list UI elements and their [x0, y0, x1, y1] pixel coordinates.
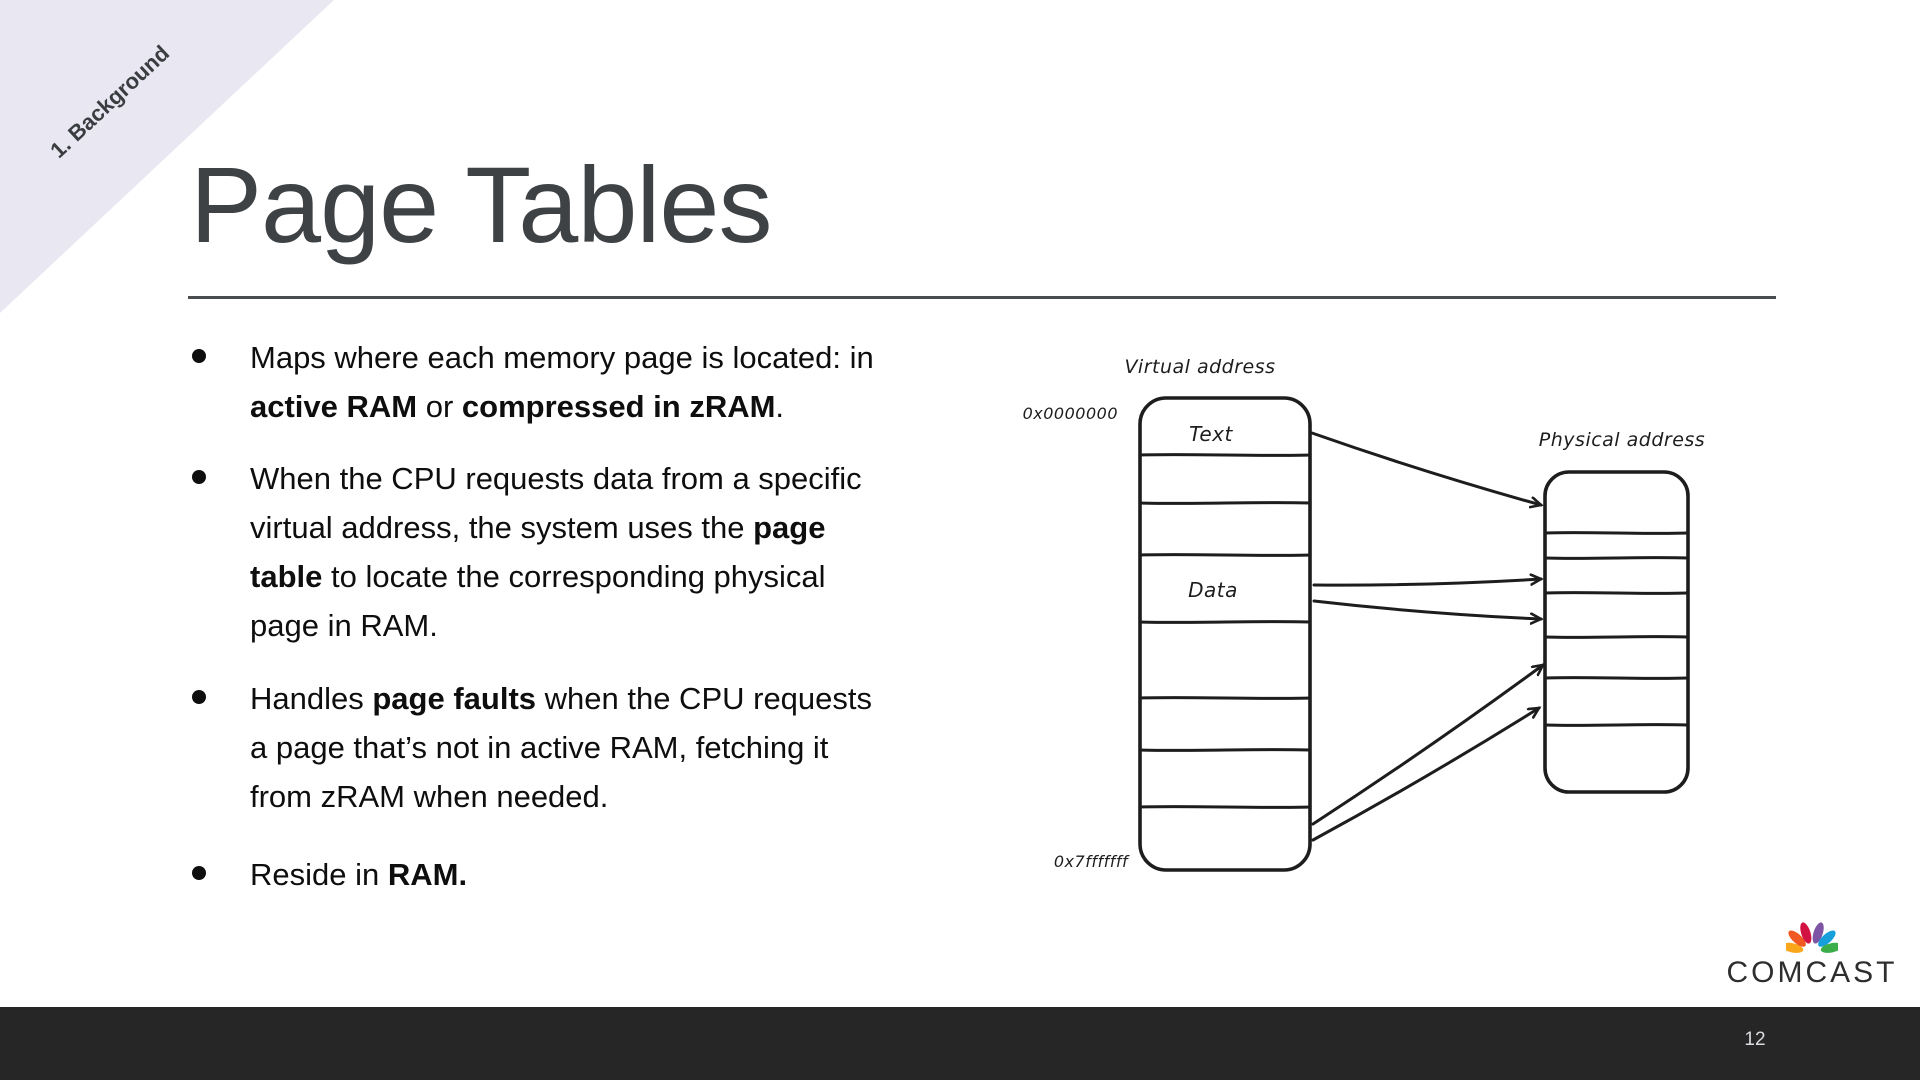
- end-address-label: 0x7fffffff: [1054, 852, 1130, 871]
- physical-address-label: Physical address: [1539, 429, 1705, 451]
- bullet-line: from zRAM when needed.: [250, 779, 609, 814]
- bullet-line: a page that’s not in active RAM, fetchin…: [250, 730, 829, 765]
- title-divider: [188, 296, 1776, 299]
- bullet-dot: [192, 470, 206, 484]
- diagram-cell-label: Data: [1188, 578, 1238, 602]
- bullet-line: Maps where each memory page is located: …: [250, 340, 874, 375]
- bullet-item: Maps where each memory page is located: …: [188, 333, 1008, 431]
- bullet-line: Handles page faults when the CPU request…: [250, 681, 873, 716]
- bullet-line: When the CPU requests data from a specif…: [250, 461, 862, 496]
- diagram-cell-label: Text: [1189, 422, 1233, 446]
- bullet-dot: [192, 866, 206, 880]
- bullet-line: page in RAM.: [250, 608, 438, 643]
- virtual-address-label: Virtual address: [1124, 356, 1275, 378]
- peacock-feather: [1812, 922, 1824, 944]
- section-ribbon-label: 1. Background: [45, 40, 175, 163]
- peacock-icon: [1786, 922, 1838, 953]
- comcast-wordmark: COMCAST: [1726, 956, 1898, 989]
- bullet-line: Reside in RAM.: [250, 857, 468, 892]
- peacock-feather: [1818, 930, 1836, 947]
- bullet-line: active RAM or compressed in zRAM.: [250, 389, 785, 424]
- bullet-item: Reside in RAM.: [188, 850, 1008, 899]
- bullet-line: virtual address, the system uses the pag…: [250, 510, 826, 545]
- bullet-item: Handles page faults when the CPU request…: [188, 674, 1008, 821]
- comcast-logo: COMCAST: [1712, 918, 1912, 998]
- bullet-line: table to locate the corresponding physic…: [250, 559, 826, 594]
- page-number: 12: [1744, 1029, 1766, 1050]
- peacock-feather: [1786, 942, 1804, 953]
- footer-bar: 12: [0, 1007, 1920, 1080]
- peacock-feather: [1788, 930, 1806, 947]
- bullet-dot: [192, 690, 206, 704]
- start-address-label: 0x0000000: [1023, 404, 1118, 423]
- peacock-feather: [1820, 942, 1838, 953]
- bullet-dot: [192, 349, 206, 363]
- bullet-item: When the CPU requests data from a specif…: [188, 454, 1008, 650]
- slide-title: Page Tables: [190, 144, 772, 265]
- peacock-feather: [1800, 922, 1812, 944]
